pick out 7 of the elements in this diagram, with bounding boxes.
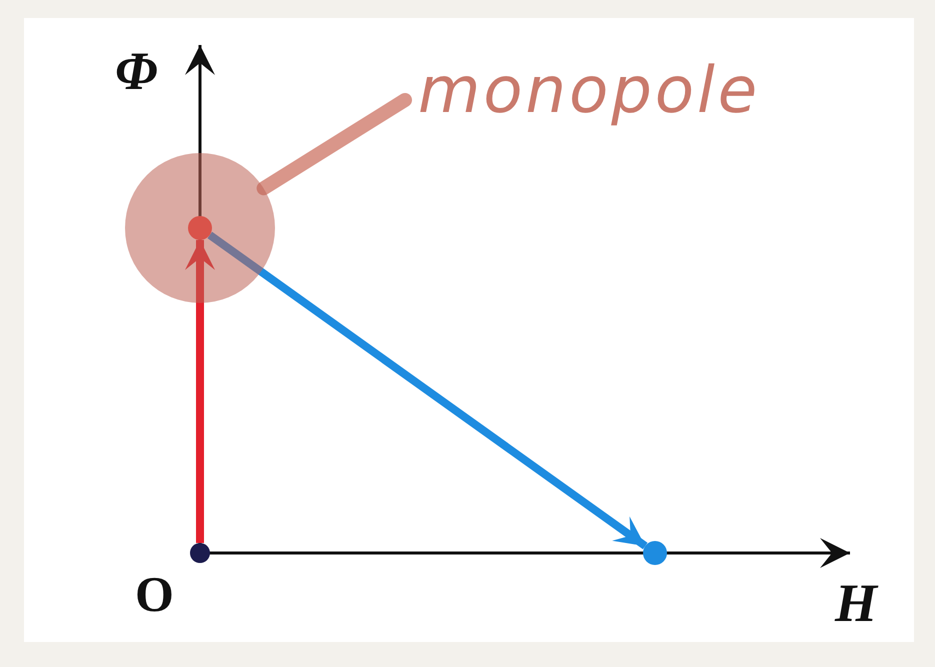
axis-label: H [835,572,878,634]
axis-label: Φ [115,40,158,102]
origin-label: O [135,565,174,623]
arrow [207,232,648,550]
callout-text: monopole [418,55,788,127]
leader-line [256,93,412,196]
arrow [185,240,215,543]
